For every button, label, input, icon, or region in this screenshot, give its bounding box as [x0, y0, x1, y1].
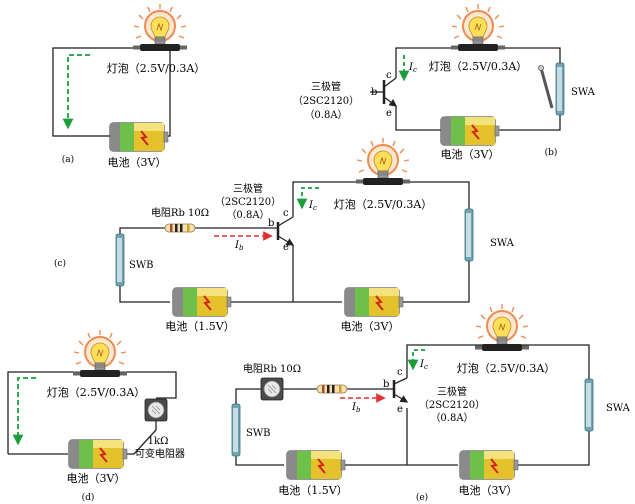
bulb-c	[355, 137, 411, 186]
switch-lever-b	[539, 67, 554, 109]
transistor-label-e-1: 三极管	[437, 385, 467, 398]
panel-e: Ic Ib c b e 电阻Rb 10Ω 三极管 （2SC2120） （0.8A…	[231, 303, 631, 503]
transistor-label-b-1: 三极管	[311, 80, 341, 93]
transistor-label-e-2: （2SC2120）	[419, 399, 485, 411]
collector-current-arrow-c	[296, 187, 319, 210]
battery-b	[440, 116, 500, 146]
pin-c-c: c	[283, 208, 289, 219]
ib-label-c: Ib	[234, 240, 244, 252]
pin-c-e: c	[397, 367, 403, 378]
panel-tag-c: (c)	[54, 258, 66, 269]
potentiometer-e	[260, 377, 284, 401]
switch-b-c	[115, 233, 125, 287]
bulb-label-d: 灯泡（2.5V/0.3A）	[47, 385, 146, 399]
panel-tag-b: (b)	[545, 147, 558, 158]
switch-a-b	[555, 62, 565, 116]
transistor-label-b-3: （0.8A）	[304, 109, 347, 121]
potentiometer-d	[144, 398, 168, 422]
panel-tag-a: (a)	[62, 154, 74, 165]
panel-b: Ic c b e 三极管 （2SC2120） （0.8A） 灯泡（2.5V/0.…	[293, 3, 596, 161]
bulb-b	[450, 3, 506, 52]
switch-b-e	[231, 403, 241, 457]
transistor-label-e-3: （0.8A）	[430, 412, 473, 424]
bulb-e	[474, 303, 530, 352]
battery-2-label-e: 电池（3V）	[459, 484, 518, 497]
pot-label-d-2: 可变电阻器	[135, 447, 185, 460]
panel-tag-e: (e)	[416, 492, 428, 503]
battery-1-e	[286, 450, 346, 480]
battery-label-a: 电池（3V）	[108, 156, 167, 169]
bulb-label-c: 灯泡（2.5V/0.3A）	[334, 197, 433, 211]
bulb-label-e: 灯泡（2.5V/0.3A）	[457, 361, 556, 375]
current-arrow-a	[62, 54, 90, 130]
battery-2-e	[459, 450, 519, 480]
pin-e-e: e	[397, 404, 403, 415]
switch-a-label-e: SWA	[606, 403, 631, 414]
bulb-label-a: 灯泡（2.5V/0.3A）	[107, 61, 206, 75]
panel-d: 灯泡（2.5V/0.3A） 1kΩ 可变电阻器 电池（3V） (d)	[7, 329, 185, 503]
current-arrow-d	[12, 377, 36, 446]
panel-a: 灯泡（2.5V/0.3A） 电池（3V） (a)	[52, 3, 206, 169]
pin-b-b: b	[371, 87, 377, 98]
pin-c-b: c	[386, 70, 392, 81]
bulb-label-b: 灯泡（2.5V/0.3A）	[429, 59, 528, 73]
bulb-d	[72, 329, 128, 378]
ib-label-e: Ib	[351, 402, 361, 414]
pin-e-b: e	[386, 108, 392, 119]
battery-label-d: 电池（3V）	[67, 472, 126, 485]
switch-label-b: SWA	[571, 87, 596, 98]
switch-b-label-e: SWB	[246, 428, 270, 439]
resistor-label-e: 电阻Rb 10Ω	[243, 362, 301, 375]
bulb-a	[132, 3, 188, 52]
transistor-label-c-2: （2SC2120）	[215, 196, 281, 208]
panel-c: Ic Ib c b e 电阻Rb 10Ω 三极管 （2SC2120） （0.8A…	[54, 137, 515, 333]
battery-label-b: 电池（3V）	[441, 148, 500, 161]
battery-1-label-e: 电池（1.5V）	[278, 484, 347, 497]
transistor-label-b-2: （2SC2120）	[293, 95, 359, 107]
collector-current-arrow-e	[407, 349, 425, 371]
pin-b-e: b	[383, 379, 389, 390]
battery-1-c	[172, 287, 232, 317]
wire-loop-d	[7, 371, 177, 454]
resistor-e	[311, 384, 353, 394]
transistor-label-c-1: 三极管	[233, 182, 263, 195]
switch-a-e	[584, 378, 594, 432]
pot-label-d-1: 1kΩ	[148, 436, 169, 447]
switch-b-label-c: SWB	[129, 260, 153, 271]
switch-a-c	[464, 208, 474, 262]
resistor-label-c: 电阻Rb 10Ω	[151, 206, 209, 219]
battery-1-label-c: 电池（1.5V）	[165, 320, 234, 333]
battery-a	[109, 122, 169, 152]
ic-label-c: Ic	[308, 200, 317, 212]
ic-label-e: Ic	[419, 359, 428, 371]
ic-label-b: Ic	[408, 62, 417, 74]
battery-2-label-c: 电池（3V）	[341, 320, 400, 333]
switch-a-label-c: SWA	[490, 238, 515, 249]
pin-b-c: b	[268, 218, 274, 229]
transistor-label-c-3: （0.8A）	[226, 209, 269, 221]
panel-tag-d: (d)	[82, 492, 95, 503]
resistor-c	[159, 223, 201, 233]
battery-2-c	[344, 287, 404, 317]
battery-d	[68, 439, 128, 469]
pin-e-c: e	[283, 242, 289, 253]
